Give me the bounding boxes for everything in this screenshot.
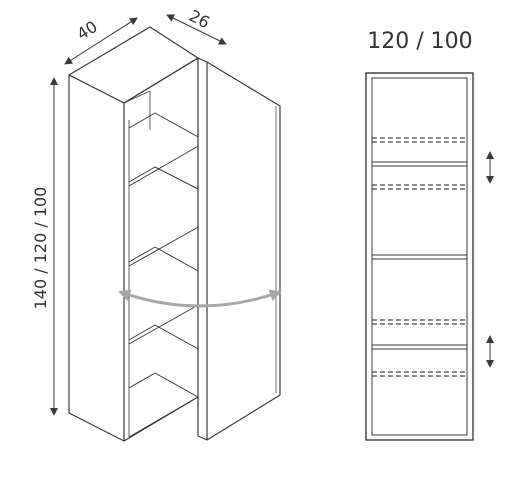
cabinet-isometric-view xyxy=(68,26,281,442)
cabinet-shelves xyxy=(128,112,201,398)
cabinet-door xyxy=(197,57,281,441)
cabinet-front-top-edge xyxy=(123,57,199,104)
front-view-outer-frame xyxy=(365,72,474,441)
front-view-adjustable-shelves xyxy=(372,137,467,377)
front-view-fixed-shelves xyxy=(372,161,467,350)
width-dimension-line xyxy=(64,17,138,65)
front-view-inner-frame xyxy=(371,77,468,436)
cabinet-front-view xyxy=(365,72,474,441)
front-view-label: 120 / 100 xyxy=(367,29,472,54)
cabinet-top-inner-edge xyxy=(123,90,151,104)
depth-label: 26 xyxy=(186,6,213,32)
dimension-height: 140 / 120 / 100 xyxy=(31,77,58,416)
width-label: 40 xyxy=(73,17,100,44)
shelf-2-top xyxy=(128,166,201,191)
cabinet-side xyxy=(68,74,125,442)
dimension-depth: 26 xyxy=(166,6,227,45)
shelf-1 xyxy=(128,112,201,139)
shelf-3-front xyxy=(128,225,201,267)
shelf-5 xyxy=(128,372,199,398)
shelf-4 xyxy=(128,324,201,351)
shelf-2-front xyxy=(128,144,201,187)
shelf-3 xyxy=(128,246,201,273)
cabinet-bottom-inner-edge xyxy=(128,397,197,438)
height-label: 140 / 120 / 100 xyxy=(31,187,50,310)
door-swing-arrow xyxy=(118,289,282,308)
shelf-4-front xyxy=(128,303,201,345)
depth-dimension-line xyxy=(166,14,227,45)
